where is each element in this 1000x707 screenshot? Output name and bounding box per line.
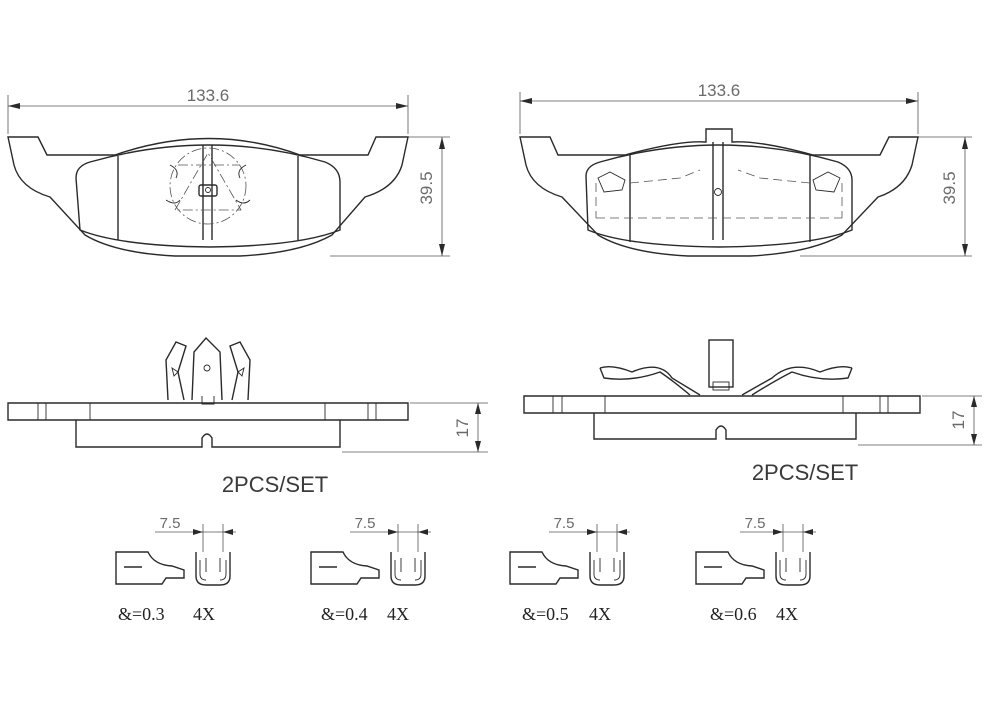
left-pad-thickness-dimension: 17	[453, 419, 472, 438]
left-pad-set-label: 2PCS/SET	[222, 472, 328, 497]
shim-3-quantity-label: 4X	[589, 604, 611, 624]
shim-2-quantity-label: 4X	[387, 604, 409, 624]
left-pad-side-view: 17 2PCS/SET	[7, 336, 488, 497]
shim-2-thickness-label: &=0.4	[321, 604, 368, 624]
shim-3: 7.5 &=0.5 4X	[509, 515, 630, 624]
shim-3-gap-dimension: 7.5	[554, 515, 575, 532]
right-pad-set-label: 2PCS/SET	[752, 460, 858, 485]
left-pad-front-view: 133.6 39.5	[7, 86, 450, 257]
left-pad-height-dimension: 39.5	[417, 171, 436, 204]
shim-4-quantity-label: 4X	[776, 604, 798, 624]
right-pad-side-view: 17 2PCS/SET	[523, 339, 982, 485]
shim-1-quantity-label: 4X	[193, 604, 215, 624]
shim-2-gap-dimension: 7.5	[355, 515, 376, 532]
right-pad-width-dimension: 133.6	[698, 81, 741, 100]
right-pad-front-view: 133.6 39.5	[519, 81, 972, 257]
right-pad-thickness-dimension: 17	[949, 411, 968, 430]
shim-1: 7.5 &=0.3 4X	[115, 515, 236, 624]
shim-4-thickness-label: &=0.6	[710, 604, 757, 624]
shim-4: 7.5 &=0.6 4X	[695, 515, 816, 624]
shim-3-thickness-label: &=0.5	[522, 604, 569, 624]
right-pad-height-dimension: 39.5	[940, 171, 959, 204]
shim-4-gap-dimension: 7.5	[745, 515, 766, 532]
shim-1-thickness-label: &=0.3	[118, 604, 165, 624]
left-pad-width-dimension: 133.6	[187, 86, 230, 105]
shim-2: 7.5 &=0.4 4X	[310, 515, 431, 624]
shim-1-gap-dimension: 7.5	[160, 515, 181, 532]
